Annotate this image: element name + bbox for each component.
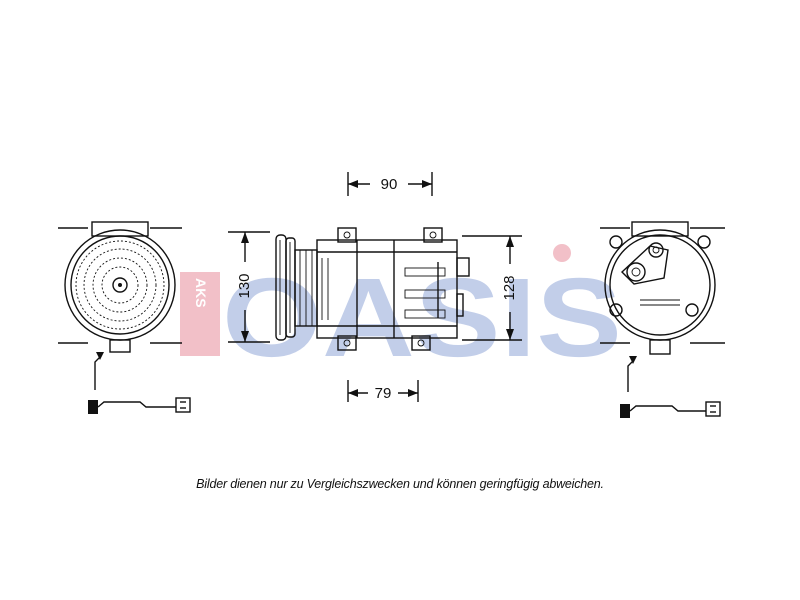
rear-view (600, 221, 725, 418)
dimension-label-90: 90 (381, 176, 398, 193)
dimension-label-128: 128 (501, 275, 518, 300)
front-view-pulley (58, 221, 191, 414)
watermark: AKS OASIS (180, 244, 622, 380)
dimension-left-height: 130 (228, 231, 270, 343)
watermark-accent-block (180, 272, 220, 356)
dimension-label-130: 130 (236, 273, 253, 298)
disclaimer-caption: Bilder dienen nur zu Vergleichszwecken u… (196, 477, 604, 491)
watermark-main-text: OASIS (222, 255, 622, 380)
side-view-compressor (275, 227, 470, 351)
watermark-dot (553, 244, 571, 262)
watermark-small-text: AKS (193, 278, 209, 308)
dimension-label-79: 79 (375, 385, 392, 402)
dimension-bottom-width: 79 (347, 380, 419, 402)
dimension-top-width: 90 (347, 172, 433, 196)
dimension-right-height: 128 (462, 235, 522, 341)
